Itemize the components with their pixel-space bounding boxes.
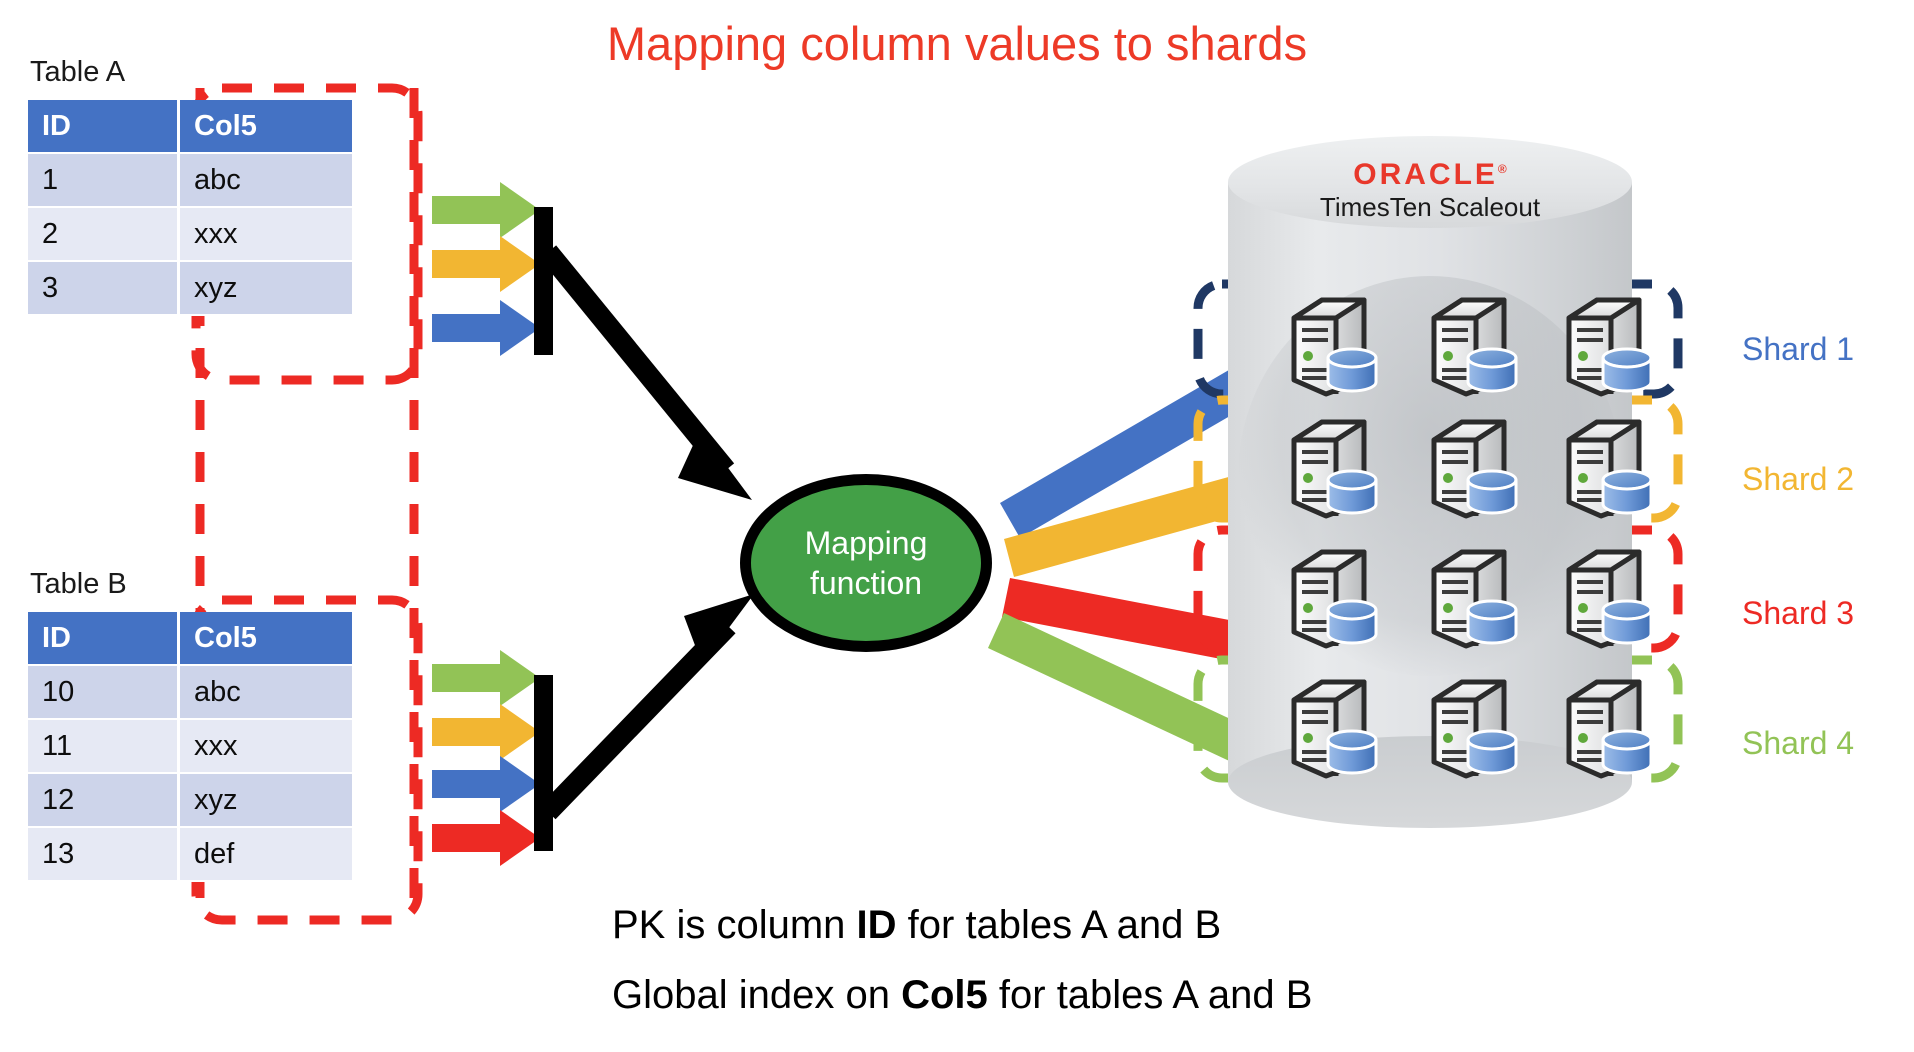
note-gi-prefix: Global index on	[612, 973, 902, 1017]
table-b-cell-col5: abc	[180, 666, 352, 720]
input-arrow-top	[539, 245, 752, 500]
arrow-abc-table-a	[432, 182, 540, 238]
mapping-function-node: Mapping function	[740, 474, 992, 652]
slide-title: Mapping column values to shards	[606, 17, 1308, 70]
arrow-xyz-table-a	[432, 300, 540, 356]
input-arrow-bottom	[540, 594, 754, 820]
table-a-cell-id: 3	[28, 262, 180, 316]
shard-label-2: Shard 2	[1742, 461, 1855, 497]
table-b-col-header-col5: Col5	[180, 612, 352, 666]
note-primary-key: PK is column ID for tables A and B	[612, 905, 1221, 945]
table-b-cell-col5: def	[180, 828, 352, 882]
note-pk-suffix: for tables A and B	[896, 903, 1222, 947]
collector-bar-table-b	[534, 675, 553, 851]
table-b-caption: Table B	[30, 568, 127, 600]
table-row: 1 abc	[28, 154, 352, 208]
table-a-cell-id: 2	[28, 208, 180, 262]
note-gi-bold: Col5	[901, 973, 988, 1017]
arrow-xxx-table-b	[432, 704, 540, 760]
arrow-xxx-table-a	[432, 236, 540, 292]
note-pk-prefix: PK is column	[612, 903, 857, 947]
table-row: 3 xyz	[28, 262, 352, 316]
registered-trademark-icon: ®	[1497, 162, 1507, 176]
arrow-def-table-b	[432, 810, 540, 866]
oracle-logo: ORACLE®	[1228, 160, 1632, 190]
collector-bar-table-a	[534, 207, 553, 355]
table-b-cell-col5: xxx	[180, 720, 352, 774]
table-a-caption: Table A	[30, 56, 126, 88]
table-a-cell-id: 1	[28, 154, 180, 208]
shard-label-1: Shard 1	[1742, 331, 1855, 367]
table-a-cell-col5: abc	[180, 154, 352, 208]
mapping-function-line2: function	[809, 565, 923, 601]
table-b-cell-id: 12	[28, 774, 180, 828]
cylinder-shading	[1238, 276, 1622, 676]
arrow-abc-table-b	[432, 650, 540, 706]
table-b-cell-col5: xyz	[180, 774, 352, 828]
cylinder-top	[1228, 136, 1632, 228]
table-a-cell-col5: xxx	[180, 208, 352, 262]
table-row: 2 xxx	[28, 208, 352, 262]
mapping-function-line1: Mapping	[804, 525, 928, 561]
table-a-col-header-col5: Col5	[180, 100, 352, 154]
table-row: 10 abc	[28, 666, 352, 720]
timesten-scaleout-cylinder: ORACLE® TimesTen Scaleout	[1228, 136, 1632, 828]
shard-label-3: Shard 3	[1742, 595, 1855, 631]
table-row: 13 def	[28, 828, 352, 882]
table-a-col-header-id: ID	[28, 100, 180, 154]
table-b-cell-id: 11	[28, 720, 180, 774]
table-b: ID Col5 10 abc 11 xxx 12 xyz 13 def	[28, 612, 352, 882]
cylinder-bottom	[1228, 736, 1632, 828]
col5-highlight-table-a	[191, 83, 423, 385]
table-row: 11 xxx	[28, 720, 352, 774]
table-b-cell-id: 10	[28, 666, 180, 720]
table-b-col-header-id: ID	[28, 612, 180, 666]
note-global-index: Global index on Col5 for tables A and B	[612, 975, 1312, 1015]
table-a-header-row: ID Col5	[28, 100, 352, 154]
table-a-cell-col5: xyz	[180, 262, 352, 316]
note-gi-suffix: for tables A and B	[987, 973, 1313, 1017]
table-b-value-arrows	[432, 650, 553, 866]
table-a: ID Col5 1 abc 2 xxx 3 xyz	[28, 100, 352, 316]
table-b-cell-id: 13	[28, 828, 180, 882]
product-name: TimesTen Scaleout	[1319, 192, 1541, 222]
table-row: 12 xyz	[28, 774, 352, 828]
oracle-wordmark: ORACLE	[1353, 158, 1498, 191]
note-pk-bold: ID	[856, 903, 897, 947]
arrow-xyz-table-b	[432, 756, 540, 812]
table-b-header-row: ID Col5	[28, 612, 352, 666]
shard-label-4: Shard 4	[1742, 725, 1855, 761]
table-a-value-arrows	[432, 182, 553, 356]
